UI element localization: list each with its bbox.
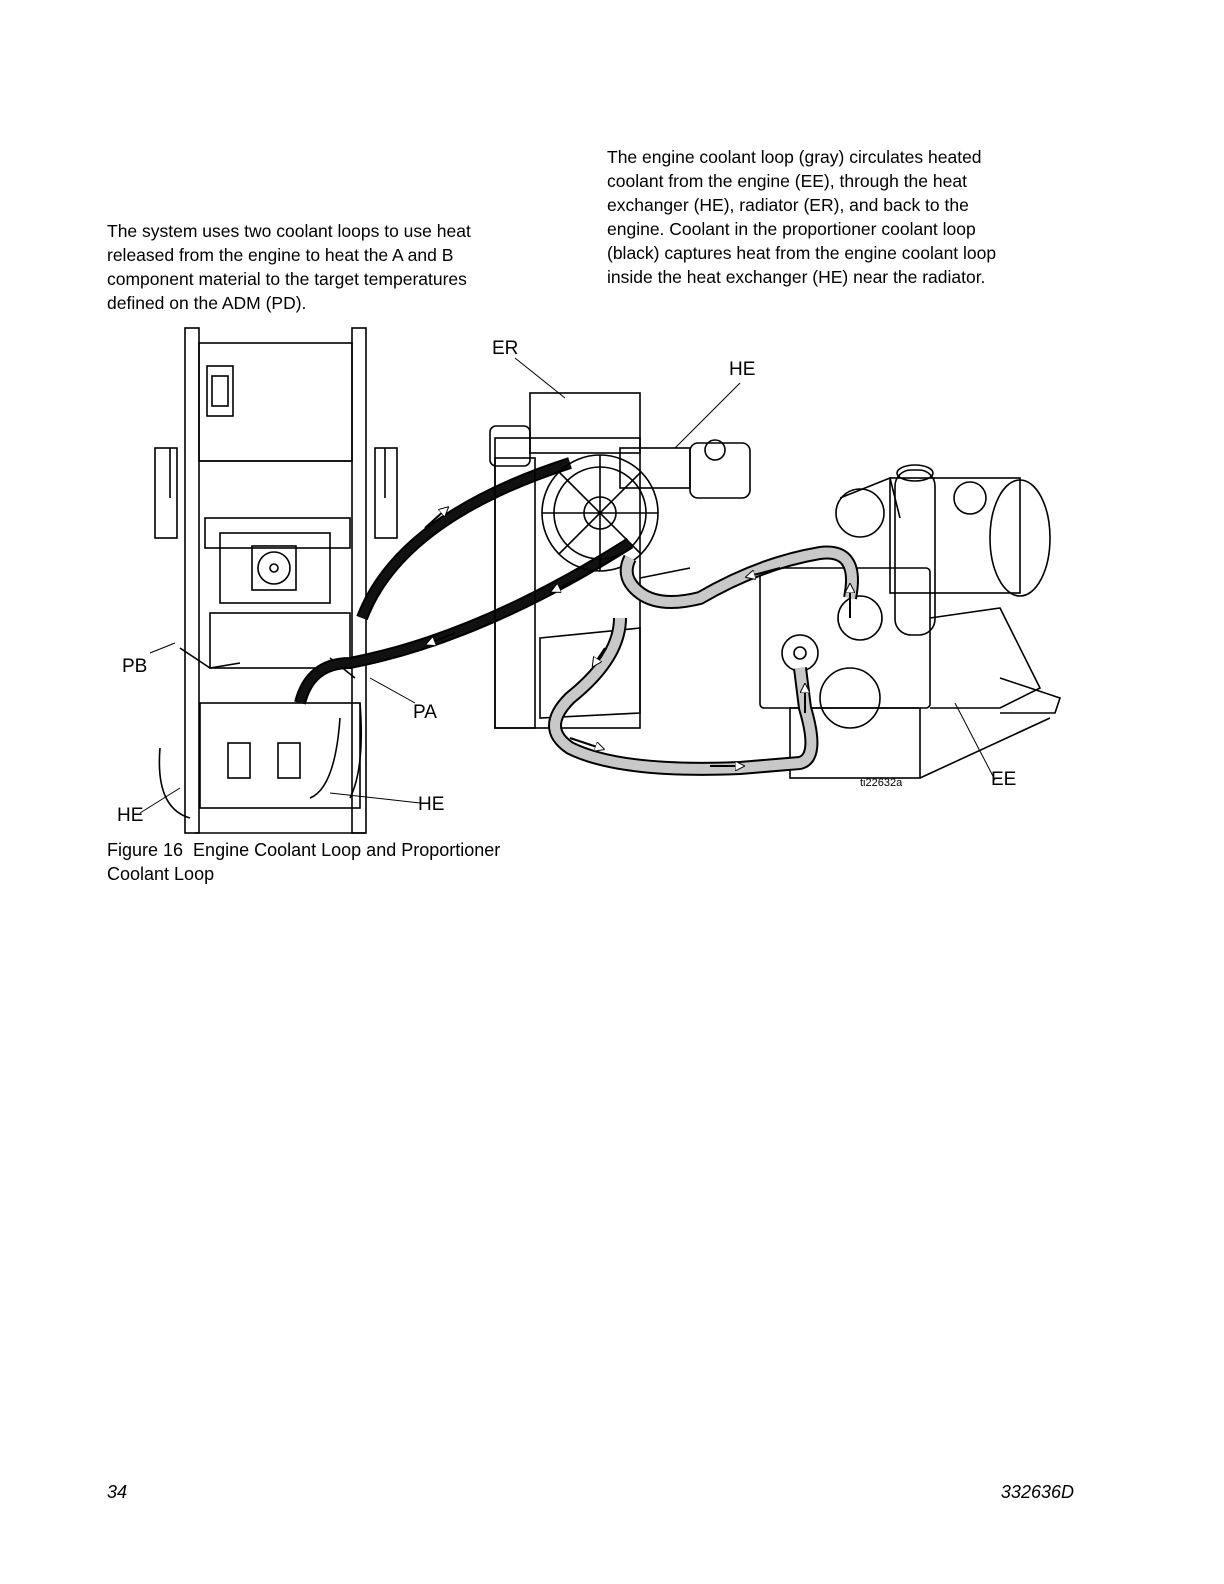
callout-he-bottom: HE: [418, 794, 445, 815]
intro-paragraph: The system uses two coolant loops to use…: [107, 219, 547, 315]
coolant-loop-figure: ER HE PB PA HE HE EE ti22632a: [100, 318, 1080, 843]
text-line: (black) captures heat from the engine co…: [607, 243, 997, 263]
callout-leaders: [139, 357, 996, 814]
caption-line-2: Coolant Loop: [107, 864, 215, 884]
figure-image-id: ti22632a: [860, 777, 903, 789]
engine-coolant-loop: [548, 545, 859, 776]
text-line: coolant from the engine (EE), through th…: [607, 171, 967, 191]
text-line: The engine coolant loop (gray) circulate…: [607, 147, 982, 167]
caption-title: Engine Coolant Loop and Proportioner: [193, 840, 501, 860]
text-line: component material to the target tempera…: [107, 269, 467, 289]
callout-he-left: HE: [117, 805, 144, 826]
coolant-loop-illustration: [139, 327, 1062, 834]
callout-he-top: HE: [729, 359, 756, 380]
proportioner-unit: [154, 327, 398, 834]
engine-assembly: [759, 464, 1062, 779]
callout-pb: PB: [122, 656, 148, 677]
text-line: defined on the ADM (PD).: [107, 293, 307, 313]
proportioner-coolant-loop: [294, 457, 634, 705]
radiator-assembly: [489, 392, 751, 729]
text-line: engine. Coolant in the proportioner cool…: [607, 219, 976, 239]
page-number: 34: [107, 1482, 128, 1502]
caption-line-1: Figure 16 Engine Coolant Loop and Proport…: [107, 838, 500, 862]
text-line: inside the heat exchanger (HE) near the …: [607, 267, 986, 287]
callout-er: ER: [492, 338, 519, 359]
figure-number: Figure 16: [107, 840, 184, 860]
text-line: The system uses two coolant loops to use…: [107, 221, 471, 241]
text-line: exchanger (HE), radiator (ER), and back …: [607, 195, 969, 215]
coolant-loop-paragraph: The engine coolant loop (gray) circulate…: [607, 145, 1077, 289]
document-number: 332636D: [1000, 1482, 1074, 1502]
callout-ee: EE: [991, 769, 1017, 790]
figure-caption: Figure 16 Engine Coolant Loop and Proport…: [107, 838, 500, 886]
text-line: released from the engine to heat the A a…: [107, 245, 454, 265]
callout-pa: PA: [413, 702, 437, 723]
